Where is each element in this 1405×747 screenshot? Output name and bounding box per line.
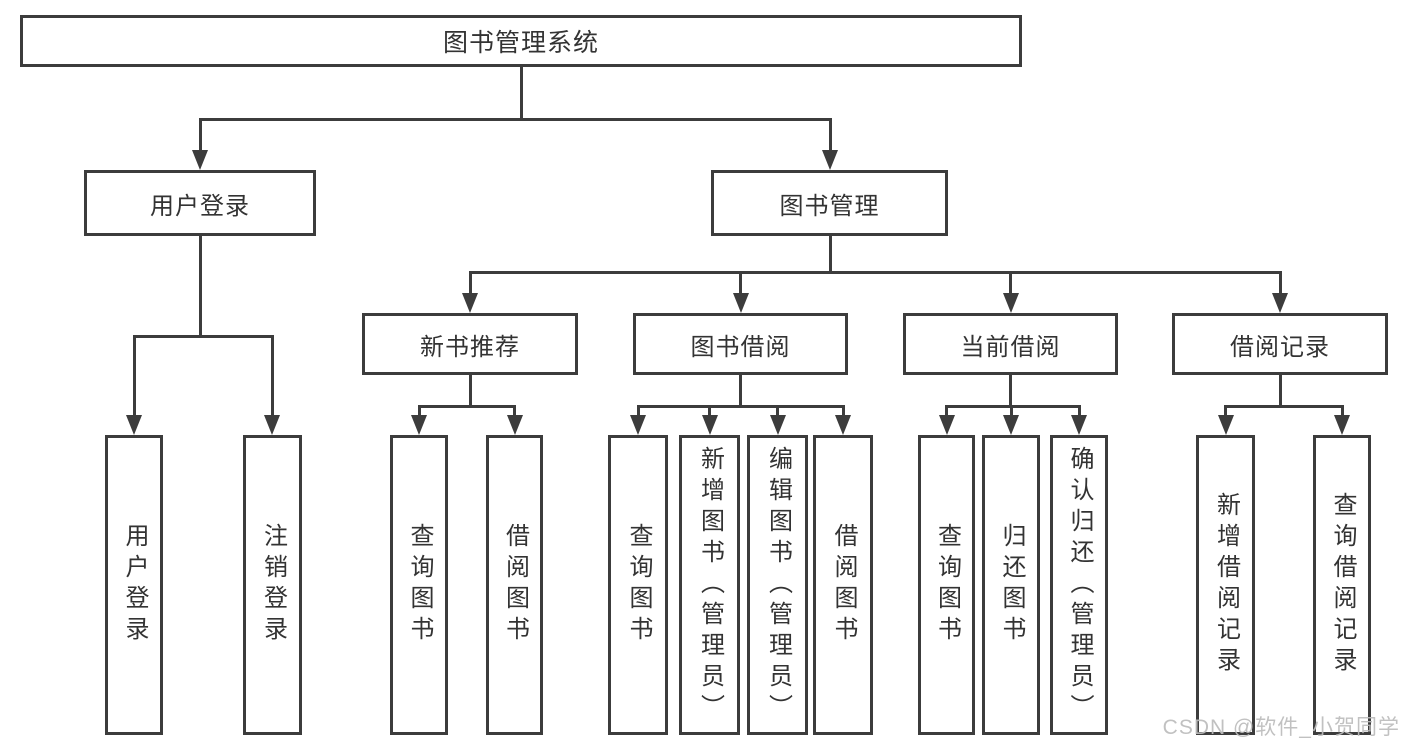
connector-line [1009,405,1013,415]
node-user-login: 用户登录 [84,170,316,236]
connector-line [132,335,136,415]
node-borrow-records-label: 借阅记录 [1230,333,1330,361]
connector-arrowhead [192,150,208,170]
connector-line [1278,375,1282,405]
connector-line [1340,405,1344,415]
connector-line [198,236,202,335]
connector-arrowhead [1272,293,1288,313]
leaf-logout: 注销登录 [243,435,302,735]
connector-line [519,67,523,118]
node-new-book-recommend: 新书推荐 [362,313,578,375]
connector-line [513,405,516,415]
leaf-edit-book-admin-label: 编辑图书（管理员） [764,445,792,725]
node-current-borrow-label: 当前借阅 [960,333,1061,361]
connector-line [468,271,1282,274]
node-borrow-records: 借阅记录 [1172,313,1388,375]
connector-line [636,405,845,408]
connector-line [636,405,640,415]
connector-arrowhead [630,415,646,435]
leaf-borrow-books-recommend-label: 借阅图书 [501,523,529,647]
node-current-borrow: 当前借阅 [903,313,1118,375]
connector-line [1009,271,1012,293]
connector-arrowhead [126,415,142,435]
connector-line [270,335,274,415]
connector-line [417,405,421,415]
leaf-borrow-books-recommend: 借阅图书 [486,435,543,735]
node-root: 图书管理系统 [20,15,1022,67]
connector-arrowhead [1217,415,1234,435]
connector-arrowhead [938,415,955,435]
connector-line [198,118,202,150]
connector-line [841,405,845,415]
node-book-management: 图书管理 [711,170,948,236]
connector-arrowhead [1071,415,1087,435]
leaf-confirm-return-admin: 确认归还（管理员） [1050,435,1108,735]
leaf-return-book: 归还图书 [982,435,1040,735]
connector-line [739,375,742,405]
leaf-user-login-label: 用户登录 [121,523,148,647]
leaf-edit-book-admin: 编辑图书（管理员） [747,435,808,735]
connector-arrowhead [264,415,280,435]
connector-arrowhead [701,415,718,435]
connector-line [468,271,472,293]
leaf-query-borrow-record: 查询借阅记录 [1313,435,1371,735]
connector-line [945,405,948,415]
node-book-management-label: 图书管理 [779,192,880,220]
leaf-query-books-borrow: 查询图书 [608,435,668,735]
node-root-label: 图书管理系统 [442,29,599,57]
connector-line [739,271,742,293]
connector-arrowhead [462,293,478,313]
csdn-watermark: CSDN @软件_小贺同学 [1162,716,1400,739]
leaf-borrow-books-label: 借阅图书 [830,523,857,647]
connector-arrowhead [732,293,749,313]
connector-arrowhead [769,415,786,435]
connector-line [828,236,832,271]
leaf-query-books-recommend-label: 查询图书 [406,523,433,647]
connector-line [1077,405,1081,415]
connector-line [828,118,832,150]
leaf-add-borrow-record-label: 新增借阅记录 [1212,492,1240,678]
connector-arrowhead [1002,293,1019,313]
connector-line [1224,405,1227,415]
leaf-logout-label: 注销登录 [259,523,287,647]
leaf-add-book-admin: 新增图书（管理员） [679,435,740,735]
leaf-query-borrow-record-label: 查询借阅记录 [1329,492,1356,678]
leaf-borrow-books: 借阅图书 [813,435,873,735]
leaf-return-book-label: 归还图书 [998,523,1025,647]
connector-arrowhead [506,415,523,435]
node-new-book-recommend-label: 新书推荐 [420,333,520,361]
connector-line [776,405,779,415]
connector-line [708,405,711,415]
connector-line [1224,405,1344,408]
node-user-login-label: 用户登录 [150,192,250,220]
leaf-add-borrow-record: 新增借阅记录 [1196,435,1255,735]
connector-arrowhead [835,415,851,435]
connector-arrowhead [1003,415,1019,435]
connector-line [417,405,516,408]
leaf-add-book-admin-label: 新增图书（管理员） [696,445,724,725]
connector-line [198,118,832,121]
connector-line [945,405,1081,408]
leaf-query-books-current: 查询图书 [918,435,975,735]
connector-arrowhead [411,415,427,435]
connector-line [1009,375,1012,405]
connector-arrowhead [822,150,838,170]
leaf-query-books-current-label: 查询图书 [933,523,961,647]
connector-arrowhead [1334,415,1350,435]
leaf-confirm-return-admin-label: 确认归还（管理员） [1066,445,1093,725]
node-book-borrow-label: 图书借阅 [690,333,791,361]
leaf-query-books-recommend: 查询图书 [390,435,448,735]
connector-line [468,375,472,405]
connector-line [132,335,274,338]
node-book-borrow: 图书借阅 [633,313,848,375]
leaf-query-books-borrow-label: 查询图书 [625,523,652,647]
leaf-user-login: 用户登录 [105,435,163,735]
connector-line [1278,271,1282,293]
